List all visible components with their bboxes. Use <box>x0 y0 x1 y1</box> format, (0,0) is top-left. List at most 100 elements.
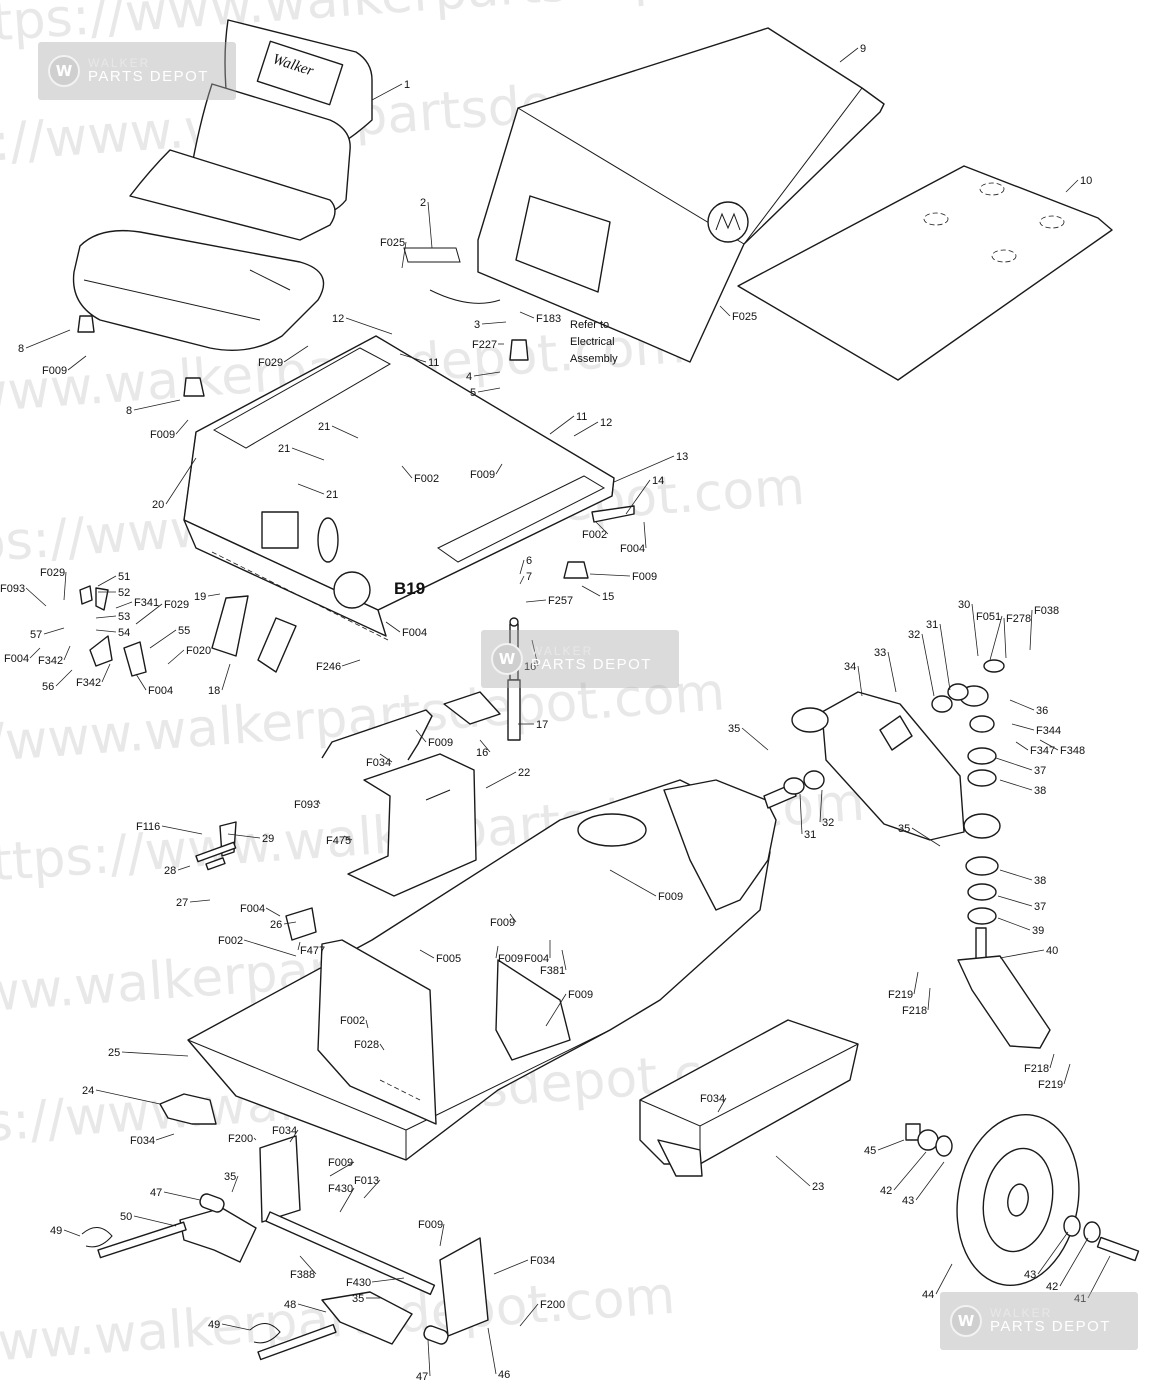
leader-line <box>299 1255 317 1275</box>
part-callout: 43 <box>902 1195 914 1207</box>
battery-tray <box>639 1019 859 1177</box>
badge-line-2: PARTS DEPOT <box>990 1318 1111 1336</box>
part-callout: 25 <box>108 1047 120 1059</box>
isolator-mounts <box>77 247 635 579</box>
leader-line <box>1065 179 1079 193</box>
part-callout: 12 <box>600 417 612 429</box>
leader-line <box>1011 723 1035 731</box>
part-callout: 48 <box>284 1299 296 1311</box>
leader-line <box>55 669 73 687</box>
part-callout: 16 <box>524 661 536 673</box>
leader-line <box>291 447 325 461</box>
leader-line <box>167 649 185 665</box>
part-callout: 5 <box>470 387 476 399</box>
leader-line <box>911 827 941 847</box>
floor-plate <box>737 165 1113 381</box>
leader-line <box>997 917 1031 931</box>
leader-line <box>495 463 503 475</box>
part-callout: F200 <box>540 1299 565 1311</box>
leader-line <box>1029 609 1033 651</box>
part-callout: F009 <box>150 429 175 441</box>
axle-assembly <box>81 1135 489 1361</box>
leader-line <box>519 1303 539 1327</box>
leader-line <box>371 83 403 101</box>
part-callout: 15 <box>602 591 614 603</box>
part-callout: 31 <box>804 829 816 841</box>
leader-line <box>243 939 297 957</box>
part-callout: F116 <box>136 821 160 833</box>
part-callout: F219 <box>888 989 913 1001</box>
leader-line <box>625 479 651 515</box>
part-callout: 26 <box>270 919 282 931</box>
leader-line <box>379 1043 385 1051</box>
part-callout: F093 <box>0 583 25 595</box>
part-callout: F341 <box>134 597 159 609</box>
leader-line <box>101 663 111 683</box>
part-callout: 55 <box>178 625 190 637</box>
part-callout: F009 <box>658 891 683 903</box>
part-callout: F004 <box>402 627 427 639</box>
leader-line <box>371 1277 405 1283</box>
part-callout: F029 <box>164 599 189 611</box>
leader-line <box>363 1179 381 1199</box>
leader-line <box>1087 1255 1111 1299</box>
part-callout: 22 <box>518 767 530 779</box>
leader-line <box>221 663 231 691</box>
part-callout: 54 <box>118 627 130 639</box>
part-callout: F034 <box>530 1255 555 1267</box>
leader-line <box>317 799 321 805</box>
leader-line <box>613 455 675 483</box>
part-callout: 47 <box>416 1371 428 1383</box>
leader-line <box>799 793 803 835</box>
part-callout: 36 <box>1036 705 1048 717</box>
part-callout: 23 <box>812 1181 824 1193</box>
leader-line <box>857 665 863 697</box>
wheel-hardware <box>917 1129 1101 1243</box>
part-callout: F004 <box>4 653 29 665</box>
part-callout: 53 <box>118 611 130 623</box>
part-callout: 3 <box>474 319 480 331</box>
leader-line <box>1037 1231 1069 1275</box>
part-callout: F034 <box>700 1093 725 1105</box>
leader-line <box>561 949 567 971</box>
part-callout: F348 <box>1060 745 1085 757</box>
electrical-note: Refer to Electrical Assembly <box>570 319 618 365</box>
leader-line <box>545 993 567 1027</box>
part-callout: 10 <box>1080 175 1092 187</box>
watermark-badge-top: W WALKER PARTS DEPOT <box>38 42 236 100</box>
walker-logo-icon: W <box>48 55 80 87</box>
part-callout: F009 <box>470 469 495 481</box>
part-callout: F002 <box>218 935 243 947</box>
part-callout: F004 <box>240 903 265 915</box>
leader-line <box>589 573 631 577</box>
leader-line <box>63 1229 81 1237</box>
leader-line <box>999 779 1033 791</box>
part-callout: F246 <box>316 661 341 673</box>
leader-line <box>1015 741 1029 751</box>
leader-line <box>525 599 547 603</box>
leader-line <box>43 627 65 635</box>
part-callout: 6 <box>526 555 532 567</box>
part-callout: 1 <box>404 79 410 91</box>
leader-line <box>95 615 117 619</box>
part-callout: F430 <box>328 1183 353 1195</box>
part-callout: 49 <box>50 1225 62 1237</box>
leader-line <box>893 1151 927 1191</box>
caster-wheel <box>905 1113 1140 1287</box>
leader-line <box>927 987 931 1011</box>
part-callout: 24 <box>82 1085 94 1097</box>
part-callout: 4 <box>466 371 472 383</box>
part-callout: 28 <box>164 865 176 877</box>
part-callout: 11 <box>576 411 587 423</box>
leader-line <box>289 1129 299 1143</box>
part-callout: F093 <box>294 799 319 811</box>
caster-yoke <box>763 691 1001 841</box>
leader-lines <box>25 47 1111 1377</box>
leader-line <box>741 727 769 751</box>
part-callout: F009 <box>490 917 515 929</box>
leader-line <box>297 483 325 495</box>
leader-line <box>297 1303 327 1313</box>
part-callout: F004 <box>148 685 173 697</box>
part-callout: 49 <box>208 1319 220 1331</box>
